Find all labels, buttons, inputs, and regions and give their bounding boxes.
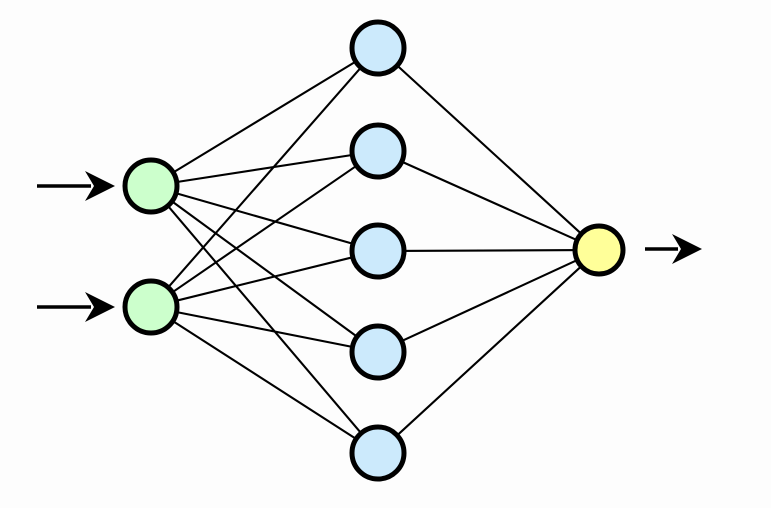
connection-edge [393, 157, 586, 245]
connection-edge [167, 189, 362, 248]
connection-edge [161, 198, 368, 441]
connection-edge [390, 259, 589, 442]
edge-layer [161, 56, 589, 445]
connection-edge [167, 254, 362, 304]
connection-edge [164, 160, 365, 298]
hidden-node-h2 [349, 122, 407, 180]
arrow-layer [37, 171, 702, 322]
hidden-node-h5 [349, 424, 407, 482]
connection-edge [393, 255, 586, 346]
connection-edge [165, 315, 364, 445]
hidden-node-h1 [349, 19, 407, 77]
connection-edge [390, 59, 589, 241]
connection-edge [167, 152, 362, 185]
output-node-o1 [572, 223, 626, 277]
connection-edge [394, 249, 585, 252]
input-node-i1 [122, 157, 180, 215]
node-layer [122, 19, 626, 482]
input-node-i2 [122, 278, 180, 336]
output-arrow-head [672, 234, 702, 264]
connection-edge [164, 195, 365, 343]
connection-edge [161, 60, 368, 295]
connection-edge [167, 309, 362, 350]
connection-edge [165, 56, 364, 178]
input-arrow-2-head [85, 292, 115, 322]
input-arrow-1-head [85, 171, 115, 201]
hidden-node-h4 [349, 323, 407, 381]
hidden-node-h3 [349, 222, 407, 280]
